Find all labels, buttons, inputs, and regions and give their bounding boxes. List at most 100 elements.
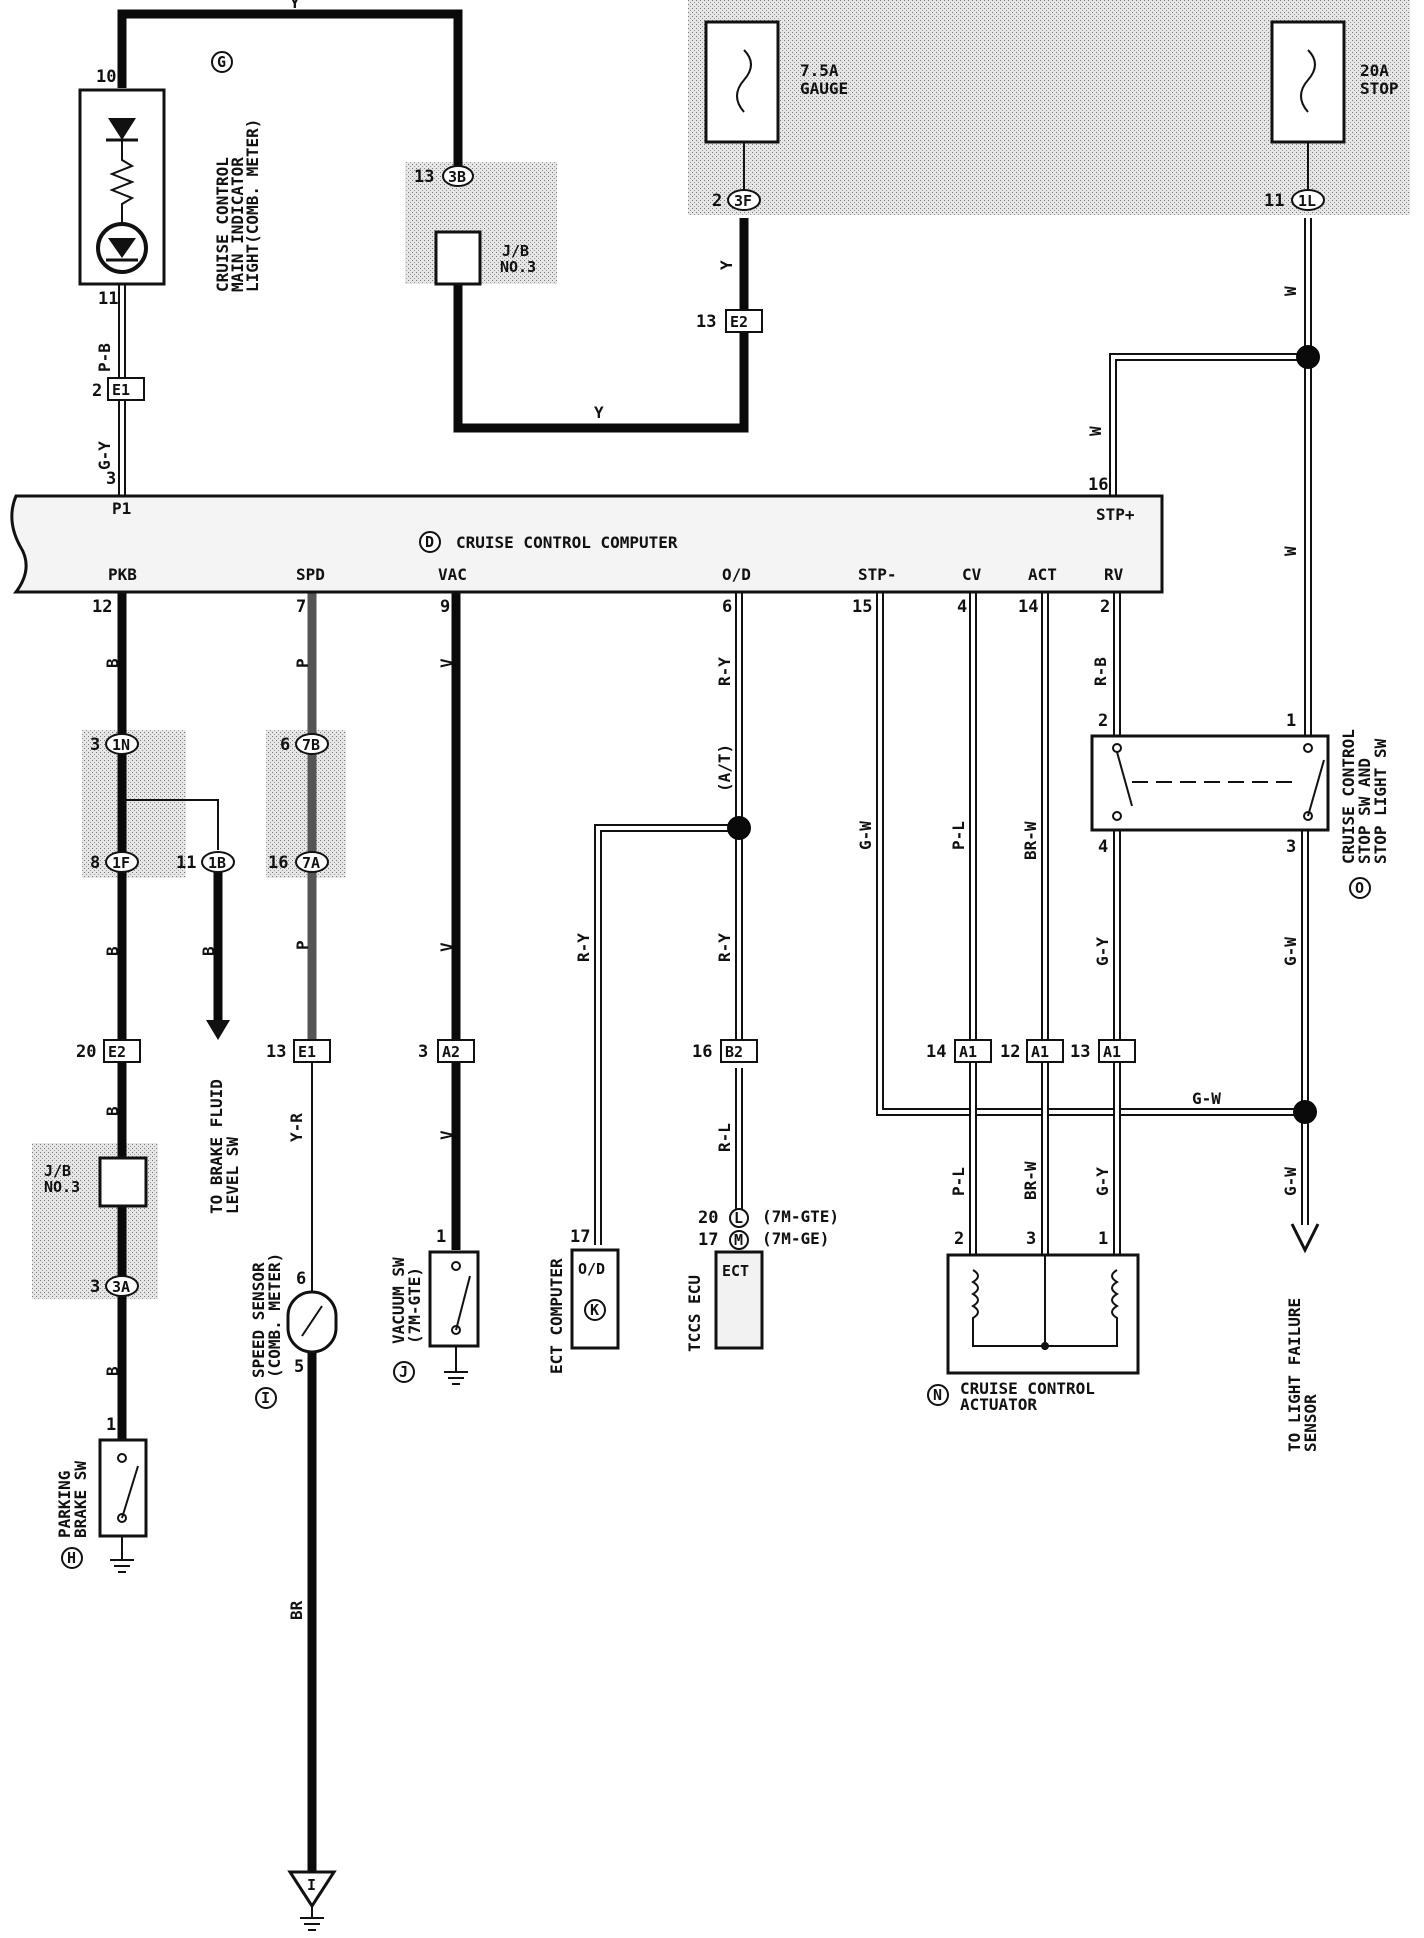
svg-text:P-L: P-L [949,821,968,850]
svg-text:B: B [103,946,122,956]
svg-text:CRUISE CONTROL: CRUISE CONTROL [960,1379,1095,1398]
svg-text:P-L: P-L [949,1167,968,1196]
svg-text:2: 2 [712,191,722,211]
svg-text:P-B: P-B [95,343,114,372]
svg-text:Y: Y [594,403,604,422]
svg-text:R-Y: R-Y [715,657,734,686]
fuse-gauge-icon [736,49,752,113]
computer-title: CRUISE CONTROL COMPUTER [456,533,678,552]
svg-text:BR-W: BR-W [1021,1161,1040,1200]
svg-text:3F: 3F [734,192,752,210]
conn-1n [105,733,139,755]
svg-text:VAC: VAC [438,565,467,584]
fuse-gauge-name: GAUGE [800,79,848,98]
fuse-stop-box [1270,20,1346,144]
svg-text:A2: A2 [442,1043,460,1061]
fuse-stop-rating: 20A [1360,61,1389,80]
svg-text:ACTUATOR: ACTUATOR [960,1395,1037,1414]
svg-text:LEVEL SW: LEVEL SW [223,1137,242,1214]
svg-text:16: 16 [692,1042,712,1062]
svg-text:B: B [199,946,218,956]
svg-text:B: B [103,1106,122,1116]
svg-text:P: P [293,658,312,668]
svg-text:1N: 1N [112,736,130,754]
svg-text:7B: 7B [302,736,320,754]
svg-text:17: 17 [570,1227,590,1247]
svg-text:Y: Y [717,260,736,270]
svg-text:17: 17 [698,1230,718,1250]
fuse-gauge-rating: 7.5A [800,61,839,80]
svg-text:O/D: O/D [578,1260,605,1278]
wire-y-top [117,9,463,180]
svg-text:J/B: J/B [44,1162,71,1180]
wire-y-mid [453,284,749,433]
indicator-label-1: CRUISE CONTROL [213,157,232,292]
svg-text:16: 16 [1088,475,1108,495]
svg-text:15: 15 [852,597,872,617]
stop-switch-icon-2 [1307,759,1325,817]
svg-text:SPD: SPD [296,565,325,584]
svg-text:E1: E1 [298,1043,316,1061]
actuator-coil-1-icon [971,1269,1045,1347]
svg-text:NO.3: NO.3 [44,1178,80,1196]
jb3-top-box [434,230,482,286]
svg-text:B2: B2 [725,1043,743,1061]
svg-text:(COMB. METER): (COMB. METER) [265,1253,284,1378]
svg-text:BR-W: BR-W [1021,821,1040,860]
svg-text:3A: 3A [112,1278,130,1296]
svg-text:E2: E2 [108,1043,126,1061]
svg-text:3: 3 [418,1042,428,1062]
svg-text:2: 2 [92,381,102,401]
vacuum-letter-circle [393,1361,415,1383]
svg-text:13: 13 [266,1042,286,1062]
svg-text:P: P [293,940,312,950]
svg-text:6: 6 [722,597,732,617]
svg-text:12: 12 [1000,1042,1020,1062]
svg-text:3: 3 [106,469,116,489]
svg-text:TCCS ECU: TCCS ECU [685,1275,704,1352]
pin-10: 10 [96,67,116,87]
svg-text:I: I [307,1876,316,1894]
parking-switch-icon [121,1465,139,1519]
svg-text:V: V [437,1130,456,1140]
conn-l [729,1208,749,1228]
speed-sensor-icon [301,1305,323,1337]
svg-text:TO LIGHT FAILURE: TO LIGHT FAILURE [1285,1298,1304,1452]
parking-letter-circle [61,1547,83,1569]
svg-text:H: H [67,1549,76,1567]
indicator-letter-circle [211,51,233,73]
svg-text:NO.3: NO.3 [500,258,536,276]
svg-text:(7M-GTE): (7M-GTE) [762,1207,839,1226]
conn-1b [201,851,235,873]
indicator-letter: G [217,53,226,71]
svg-text:11: 11 [176,853,196,873]
actuator-box [946,1253,1140,1375]
indicator-label-3: LIGHT(COMB. METER) [243,119,262,292]
svg-text:9: 9 [440,597,450,617]
svg-text:STP+: STP+ [1096,505,1135,524]
svg-text:Y-R: Y-R [287,1113,306,1142]
svg-text:V: V [437,658,456,668]
svg-text:B: B [103,1366,122,1376]
svg-text:G-W: G-W [1281,1167,1300,1196]
svg-text:6: 6 [280,735,290,755]
splice-g-w [1293,1100,1317,1124]
conn-e1-spd [293,1039,331,1063]
svg-text:5: 5 [294,1357,304,1377]
jb3-left-box [98,1156,148,1208]
svg-text:ECT: ECT [722,1262,749,1280]
svg-text:7A: 7A [302,854,320,872]
arrow-td [1290,1223,1320,1254]
svg-text:2: 2 [1100,597,1110,617]
svg-text:(A/T): (A/T) [715,744,734,792]
svg-text:P1: P1 [112,499,131,518]
svg-text:G-W: G-W [856,821,875,850]
svg-text:4: 4 [1098,837,1108,857]
splice-w [1296,345,1320,369]
svg-text:B: B [103,658,122,668]
jb3-left-shade [82,730,186,878]
conn-1f [105,851,139,873]
svg-text:ECT COMPUTER: ECT COMPUTER [547,1258,566,1374]
svg-text:16: 16 [268,853,288,873]
